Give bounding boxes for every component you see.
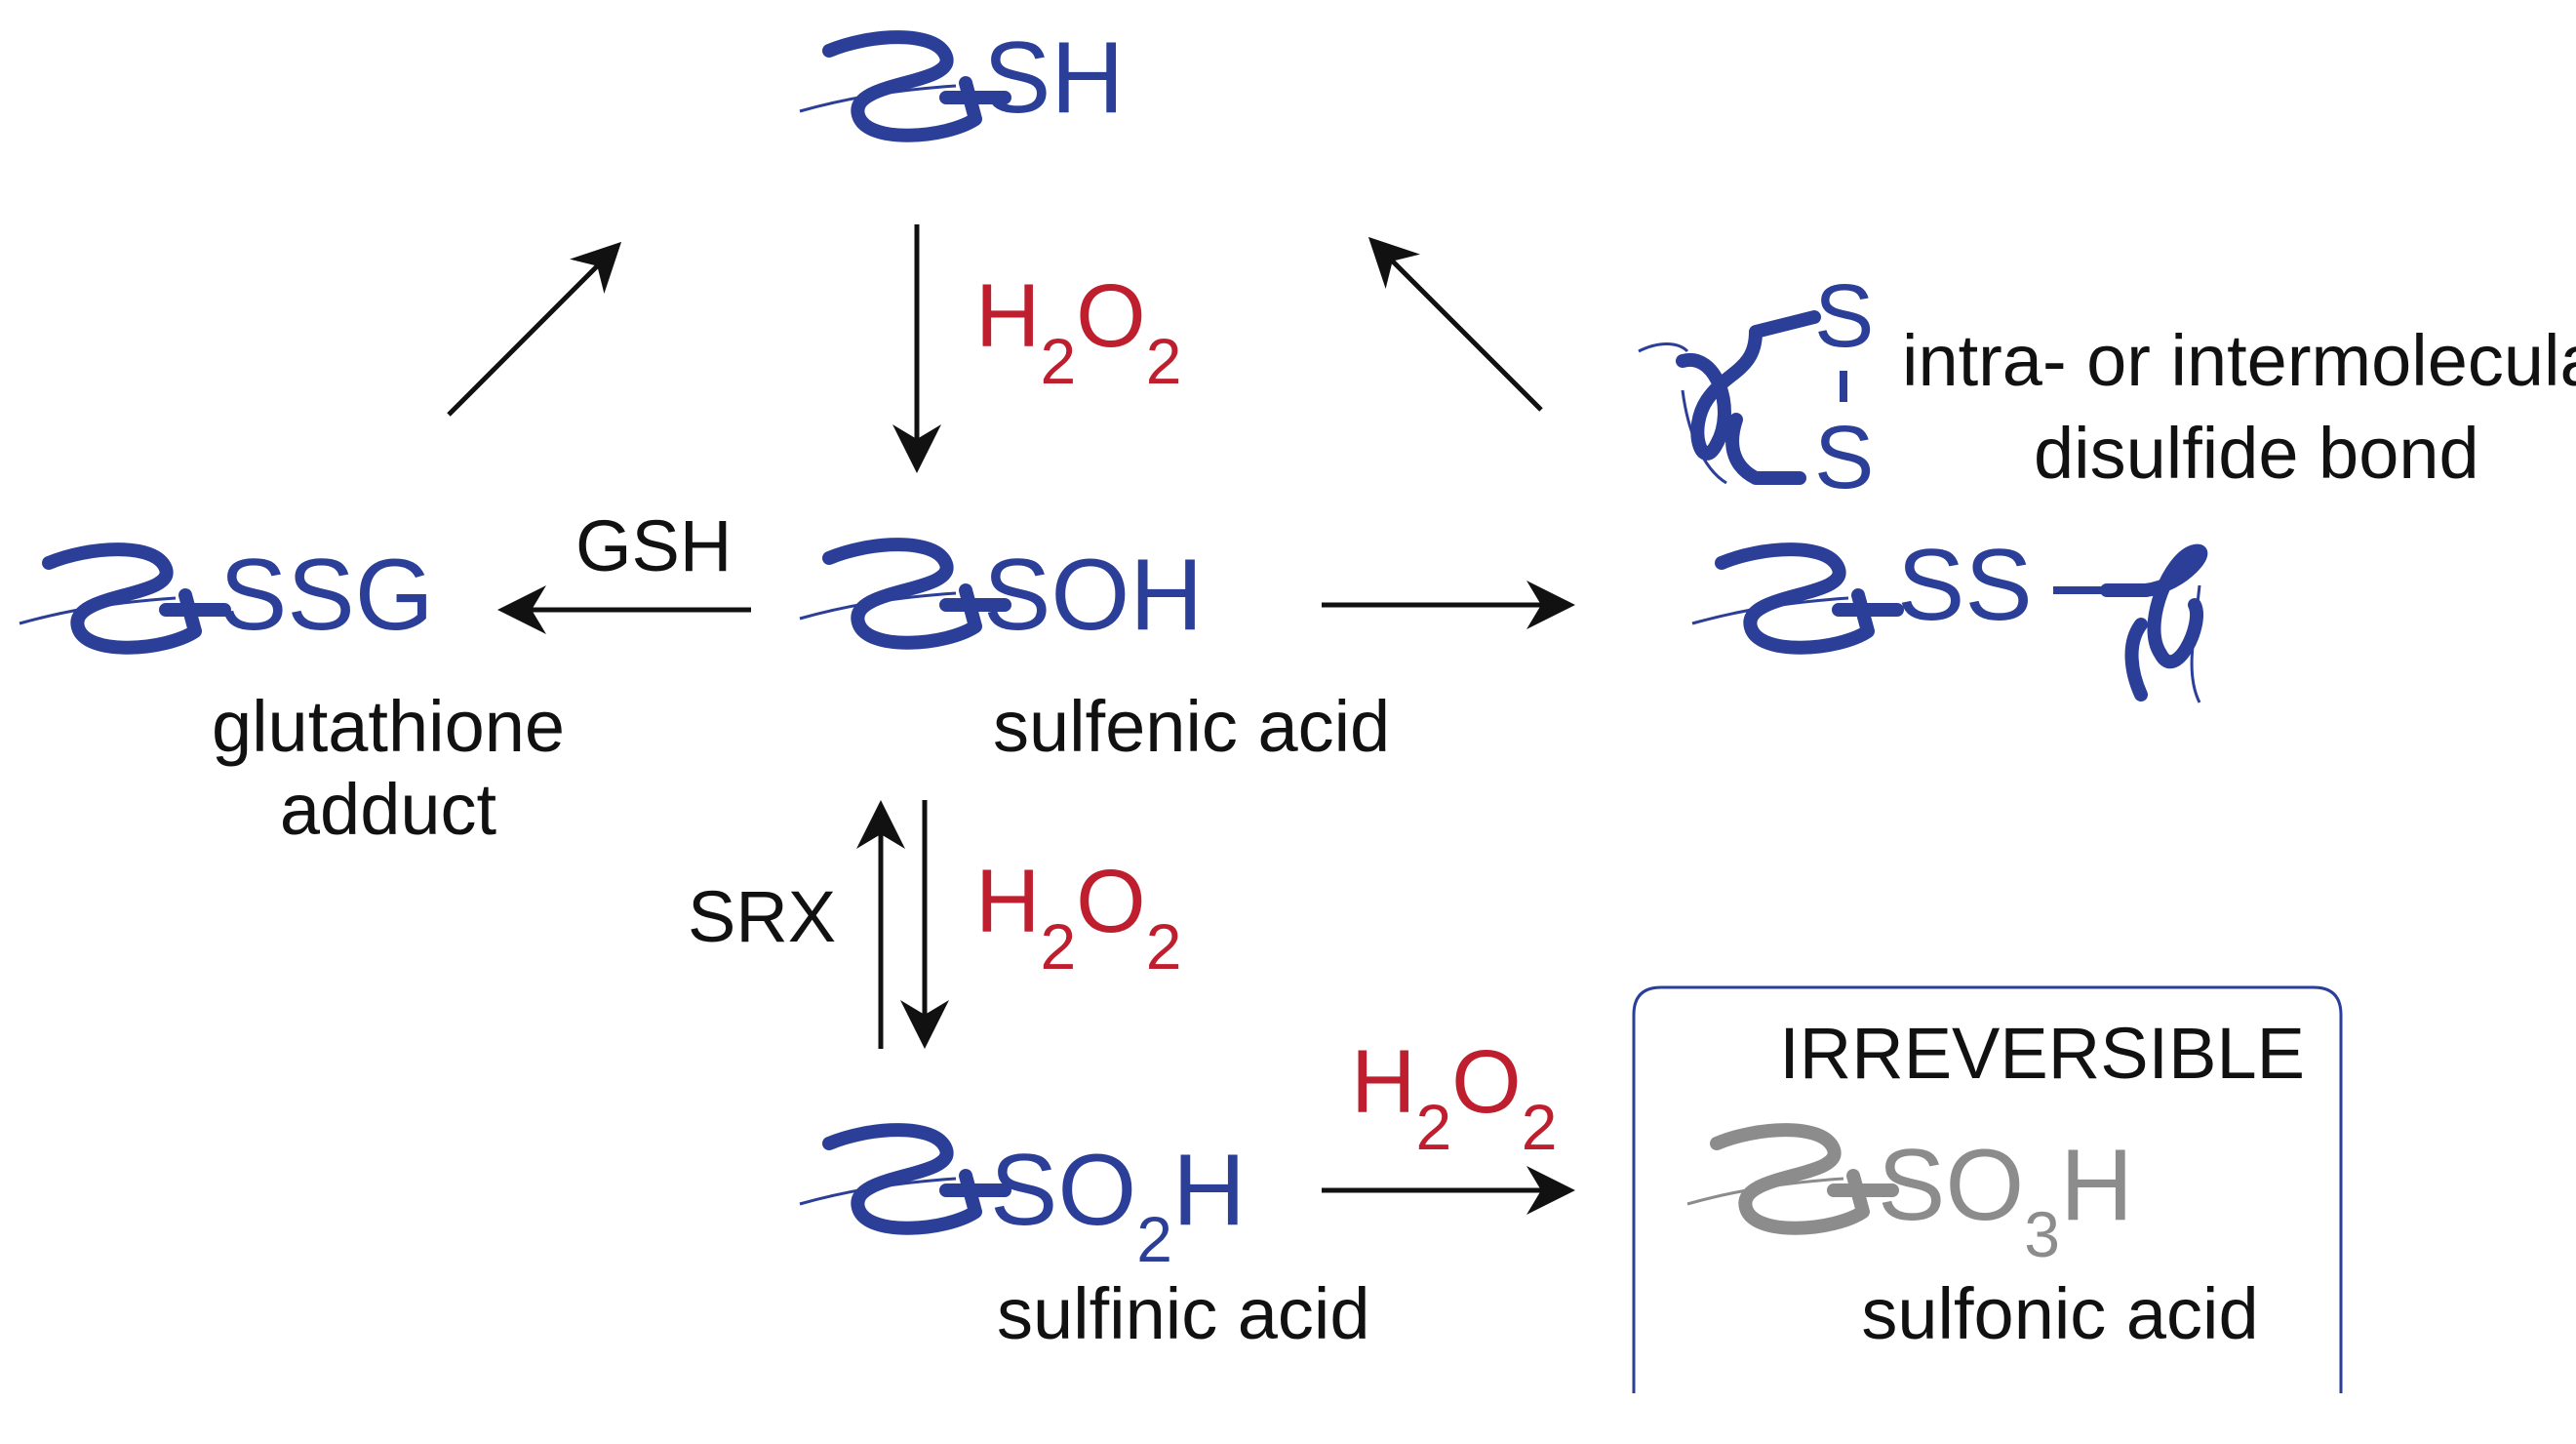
protein-icon — [800, 544, 1005, 643]
soh-node: SOH sulfenic acid — [800, 539, 1390, 767]
disulfide-caption-line1: intra- or intermolecular — [1902, 320, 2576, 401]
so2h-node: SO2H sulfinic acid — [800, 1130, 1370, 1354]
ssg-node: SSG glutathione adduct — [20, 539, 565, 850]
so2h-caption: sulfinic acid — [997, 1273, 1370, 1354]
irreversible-label: IRREVERSIBLE — [1779, 1013, 2305, 1094]
disulfide-s-top: S — [1814, 266, 1874, 366]
irreversible-box: IRREVERSIBLE SO3H sulfonic acid — [1632, 985, 2343, 1393]
h2o2-label-middle: H2O2 — [975, 852, 1181, 983]
box-frame — [1632, 985, 2343, 1393]
so3h-label: SO3H — [1878, 1129, 2133, 1270]
disulfide-caption-line2: disulfide bond — [2034, 413, 2479, 494]
disulfide-node: S S intra- or intermolecular disulfide b… — [1638, 266, 2576, 507]
protein-icon — [800, 37, 1005, 136]
ssg-caption-line1: glutathione — [212, 686, 565, 767]
so3h-caption: sulfonic acid — [1861, 1273, 2258, 1354]
soh-caption: sulfenic acid — [993, 686, 1390, 767]
protein-icon — [1692, 549, 1897, 648]
sh-label: SH — [983, 21, 1124, 135]
gsh-label: GSH — [575, 505, 732, 586]
protein-icon — [1687, 1130, 1892, 1228]
sh-node: SH — [800, 21, 1124, 136]
soh-label: SOH — [983, 539, 1203, 652]
protein-icon — [20, 549, 224, 648]
disulfide-s-bottom: S — [1814, 408, 1874, 507]
srx-label: SRX — [688, 876, 836, 957]
so2h-label: SO2H — [990, 1134, 1246, 1275]
looped-protein-icon — [1638, 310, 1821, 485]
arrow-disulfide-to-sh — [1367, 236, 1543, 412]
protein-icon — [800, 1130, 1005, 1228]
ss-label: SS — [1897, 529, 2033, 642]
arrow-ssg-to-sh — [447, 241, 622, 417]
h2o2-label-top: H2O2 — [975, 266, 1181, 397]
h2o2-label-bottom: H2O2 — [1351, 1032, 1557, 1163]
ss-node: SS — [1692, 529, 2208, 703]
ssg-caption-line2: adduct — [280, 769, 497, 850]
ssg-label: SSG — [219, 539, 434, 652]
partner-protein-icon — [2100, 543, 2208, 703]
